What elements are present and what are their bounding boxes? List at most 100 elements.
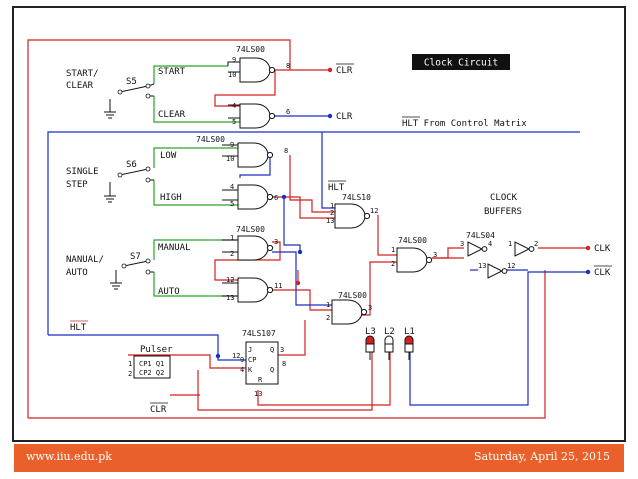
switch-contacts (117, 83, 151, 275)
pin-g5-o: 3 (274, 238, 278, 246)
nand-gate-3 (237, 142, 269, 168)
pin-g7-o: 12 (370, 207, 378, 215)
chip-u6: 74LS00 (338, 291, 367, 300)
chip-u5: 74LS00 (398, 236, 427, 245)
chip-u7: 74LS04 (466, 231, 495, 240)
pin-jk-cp: CP (248, 356, 256, 364)
pin-g7-c: 13 (326, 217, 334, 225)
pin-jk-9: 9 (240, 356, 244, 364)
pin-g1-o: 8 (286, 62, 290, 70)
label-start-clear-1: START/ (66, 69, 99, 79)
label-clock-buffers-2: BUFFERS (484, 207, 522, 217)
pin-jk-13: 13 (254, 390, 262, 398)
black-wires (104, 61, 410, 360)
nand-gate-8 (396, 247, 428, 273)
pin-pulser-2: 2 (128, 370, 132, 378)
label-hlt-mid: HLT (328, 183, 345, 193)
red-wires (27, 39, 588, 419)
label-clr-out: CLR (336, 112, 353, 122)
nand-gate-1 (239, 57, 271, 83)
chip-u4: 74LS10 (342, 193, 371, 202)
pin-g2-o: 6 (286, 108, 290, 116)
title-box (412, 54, 510, 70)
pin-inv2-in: 1 (508, 240, 512, 248)
pulser-block (133, 355, 171, 379)
label-l1: L1 (404, 327, 415, 337)
pin-g8-a: 1 (391, 246, 395, 254)
label-start-clear-2: CLEAR (66, 81, 94, 91)
pin-g3-o: 8 (284, 147, 288, 155)
label-manual-auto-2: AUTO (66, 268, 88, 278)
pin-pulser-1: 1 (128, 360, 132, 368)
nand-gate-6 (237, 277, 269, 303)
junction-dots (215, 67, 591, 359)
slide-frame (14, 8, 624, 440)
pin-g1-b: 10 (228, 71, 236, 79)
inverter-2 (514, 241, 531, 257)
label-single-step-1: SINGLE (66, 167, 99, 177)
pin-inv2-out: 2 (534, 240, 538, 248)
label-manual: MANUAL (158, 243, 191, 253)
label-s5: S5 (126, 77, 137, 87)
pin-g9-a: 1 (326, 301, 330, 309)
label-pulser: Pulser (140, 345, 173, 355)
footer-website: www.iiu.edu.pk (26, 450, 112, 463)
pin-inv1-in: 3 (460, 240, 464, 248)
green-wires (153, 65, 240, 297)
label-l3: L3 (365, 327, 376, 337)
label-s7: S7 (130, 252, 141, 262)
label-clr-out-bar: CLR (336, 66, 353, 76)
label-hlt-left: HLT (70, 323, 87, 333)
pin-jk-k: K (248, 366, 253, 374)
pin-g5-b: 2 (230, 250, 234, 258)
pin-inv1-out: 4 (488, 240, 492, 248)
pin-jk-4: 4 (240, 366, 244, 374)
pin-g1-a: 9 (232, 56, 236, 64)
pin-g9-o: 3 (368, 304, 372, 312)
pin-g9-b: 2 (326, 314, 330, 322)
label-hlt-from: HLT From Control Matrix (402, 119, 527, 129)
ic-blocks (133, 335, 414, 385)
chip-u2: 74LS00 (196, 135, 225, 144)
label-manual-auto-1: NANUAL/ (66, 255, 104, 265)
pin-g3-a: 9 (230, 141, 234, 149)
pin-g2-a: 4 (232, 102, 236, 110)
pin-g3-b: 10 (226, 155, 234, 163)
pin-jk-3: 3 (280, 346, 284, 354)
pin-g5-a: 1 (230, 234, 234, 242)
pin-jk-8: 8 (282, 360, 286, 368)
nand-gate-2 (239, 103, 271, 129)
footer-bar: www.iiu.edu.pk Saturday, April 25, 2015 (14, 444, 624, 472)
inverter-3 (487, 263, 504, 279)
pin-g4-a: 4 (230, 183, 234, 191)
pin-jk-q: Q (270, 346, 274, 354)
title-box-text: Clock Circuit (424, 58, 498, 69)
pin-g8-b: 2 (391, 260, 395, 268)
pin-g6-o: 11 (274, 282, 282, 290)
label-clr-bottom: CLR (150, 405, 167, 415)
label-pulser-pins-1: CP1 Q1 (139, 360, 164, 368)
label-clk-bar: CLK (594, 268, 611, 278)
pin-jk-r: R (258, 376, 263, 384)
label-single-step-2: STEP (66, 180, 88, 190)
pin-g7-b: 2 (330, 209, 334, 217)
pin-g4-b: 5 (230, 200, 234, 208)
chip-u1: 74LS00 (236, 45, 265, 54)
pin-jk-qbar: Q (270, 366, 274, 374)
label-pulser-pins-2: CP2 Q2 (139, 369, 164, 377)
pin-jk-j: J (248, 346, 252, 354)
label-auto: AUTO (158, 287, 180, 297)
label-clear: CLEAR (158, 110, 186, 120)
led-l2 (384, 335, 394, 345)
inverter-1 (467, 241, 484, 257)
chip-u8: 74LS107 (242, 329, 276, 338)
label-s6: S6 (126, 160, 137, 170)
label-start: START (158, 67, 186, 77)
label-clock-buffers-1: CLOCK (490, 193, 518, 203)
pin-g6-a: 12 (226, 276, 234, 284)
pin-inv3-out: 12 (507, 262, 515, 270)
pin-inv3-in: 13 (478, 262, 486, 270)
pin-g7-a: 1 (330, 202, 334, 210)
label-low: LOW (160, 151, 177, 161)
